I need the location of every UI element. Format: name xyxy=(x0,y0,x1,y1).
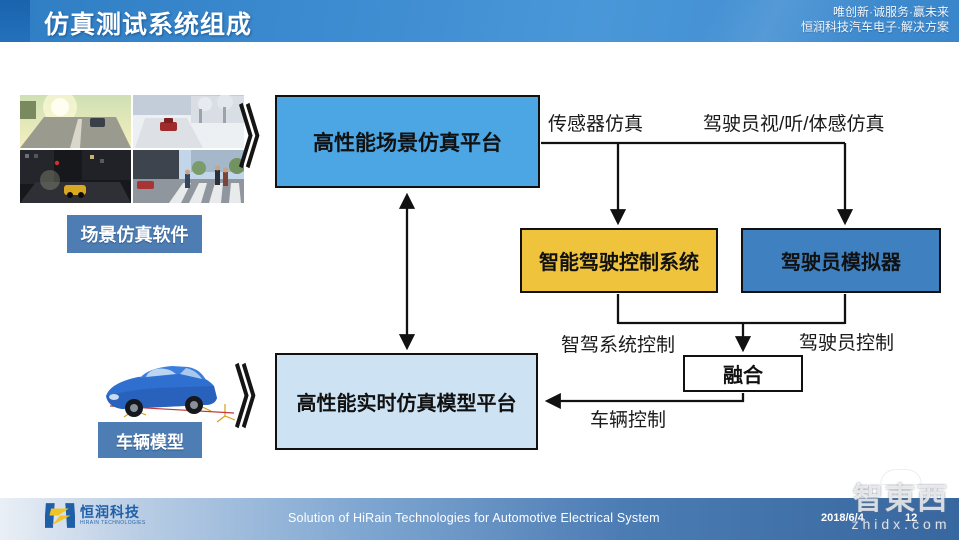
chevron-top-icon: 》 xyxy=(238,101,282,177)
scene-image-crosswalk xyxy=(133,150,244,203)
vehicle-control-label: 车辆控制 xyxy=(590,410,667,431)
driver-sensory-sim-label: 驾驶员视/听/体感仿真 xyxy=(703,114,885,135)
driver-control-label: 驾驶员控制 xyxy=(799,333,895,354)
vehicle-model-image xyxy=(88,350,240,434)
footer-page-number: 12 xyxy=(905,512,918,524)
header-accent-strip xyxy=(0,0,30,42)
vehicle-model-label: 车辆模型 xyxy=(98,422,202,458)
ids-control-label: 智驾系统控制 xyxy=(561,335,676,356)
footer-bar: 恒润科技 HIRAIN TECHNOLOGIES Solution of HiR… xyxy=(0,498,959,540)
fusion-box: 融合 xyxy=(683,355,803,392)
tagline-line2: 恒润科技汽车电子·解决方案 xyxy=(801,20,949,34)
header-taglines: 唯创新·诚服务·赢未来 恒润科技汽车电子·解决方案 xyxy=(801,5,949,35)
header-bar: 仿真测试系统组成 唯创新·诚服务·赢未来 恒润科技汽车电子·解决方案 xyxy=(0,0,959,42)
scene-image-sunny-highway xyxy=(20,95,131,148)
scene-platform-box: 高性能场景仿真平台 xyxy=(275,95,540,188)
scene-screenshot-grid xyxy=(20,95,244,203)
scene-software-label: 场景仿真软件 xyxy=(67,215,202,253)
hirain-logo-icon xyxy=(45,503,75,528)
chevron-bottom-icon: 》 xyxy=(234,361,278,437)
footer-solution-text: Solution of HiRain Technologies for Auto… xyxy=(288,511,660,525)
intelligent-driving-box: 智能驾驶控制系统 xyxy=(520,228,718,293)
watermark-antenna-icon xyxy=(881,470,921,484)
sensor-sim-label: 传感器仿真 xyxy=(548,114,644,135)
tagline-line1: 唯创新·诚服务·赢未来 xyxy=(833,5,949,19)
realtime-platform-box: 高性能实时仿真模型平台 xyxy=(275,353,538,450)
footer-date: 2018/6/4 xyxy=(821,512,864,524)
hirain-logo: 恒润科技 HIRAIN TECHNOLOGIES xyxy=(45,502,146,529)
hirain-logo-cn: 恒润科技 xyxy=(80,504,140,520)
hirain-logo-en: HIRAIN TECHNOLOGIES xyxy=(80,520,146,526)
scene-image-snow xyxy=(133,95,244,148)
scene-image-night-city xyxy=(20,150,131,203)
driver-simulator-box: 驾驶员模拟器 xyxy=(741,228,941,293)
slide-title: 仿真测试系统组成 xyxy=(44,11,253,39)
